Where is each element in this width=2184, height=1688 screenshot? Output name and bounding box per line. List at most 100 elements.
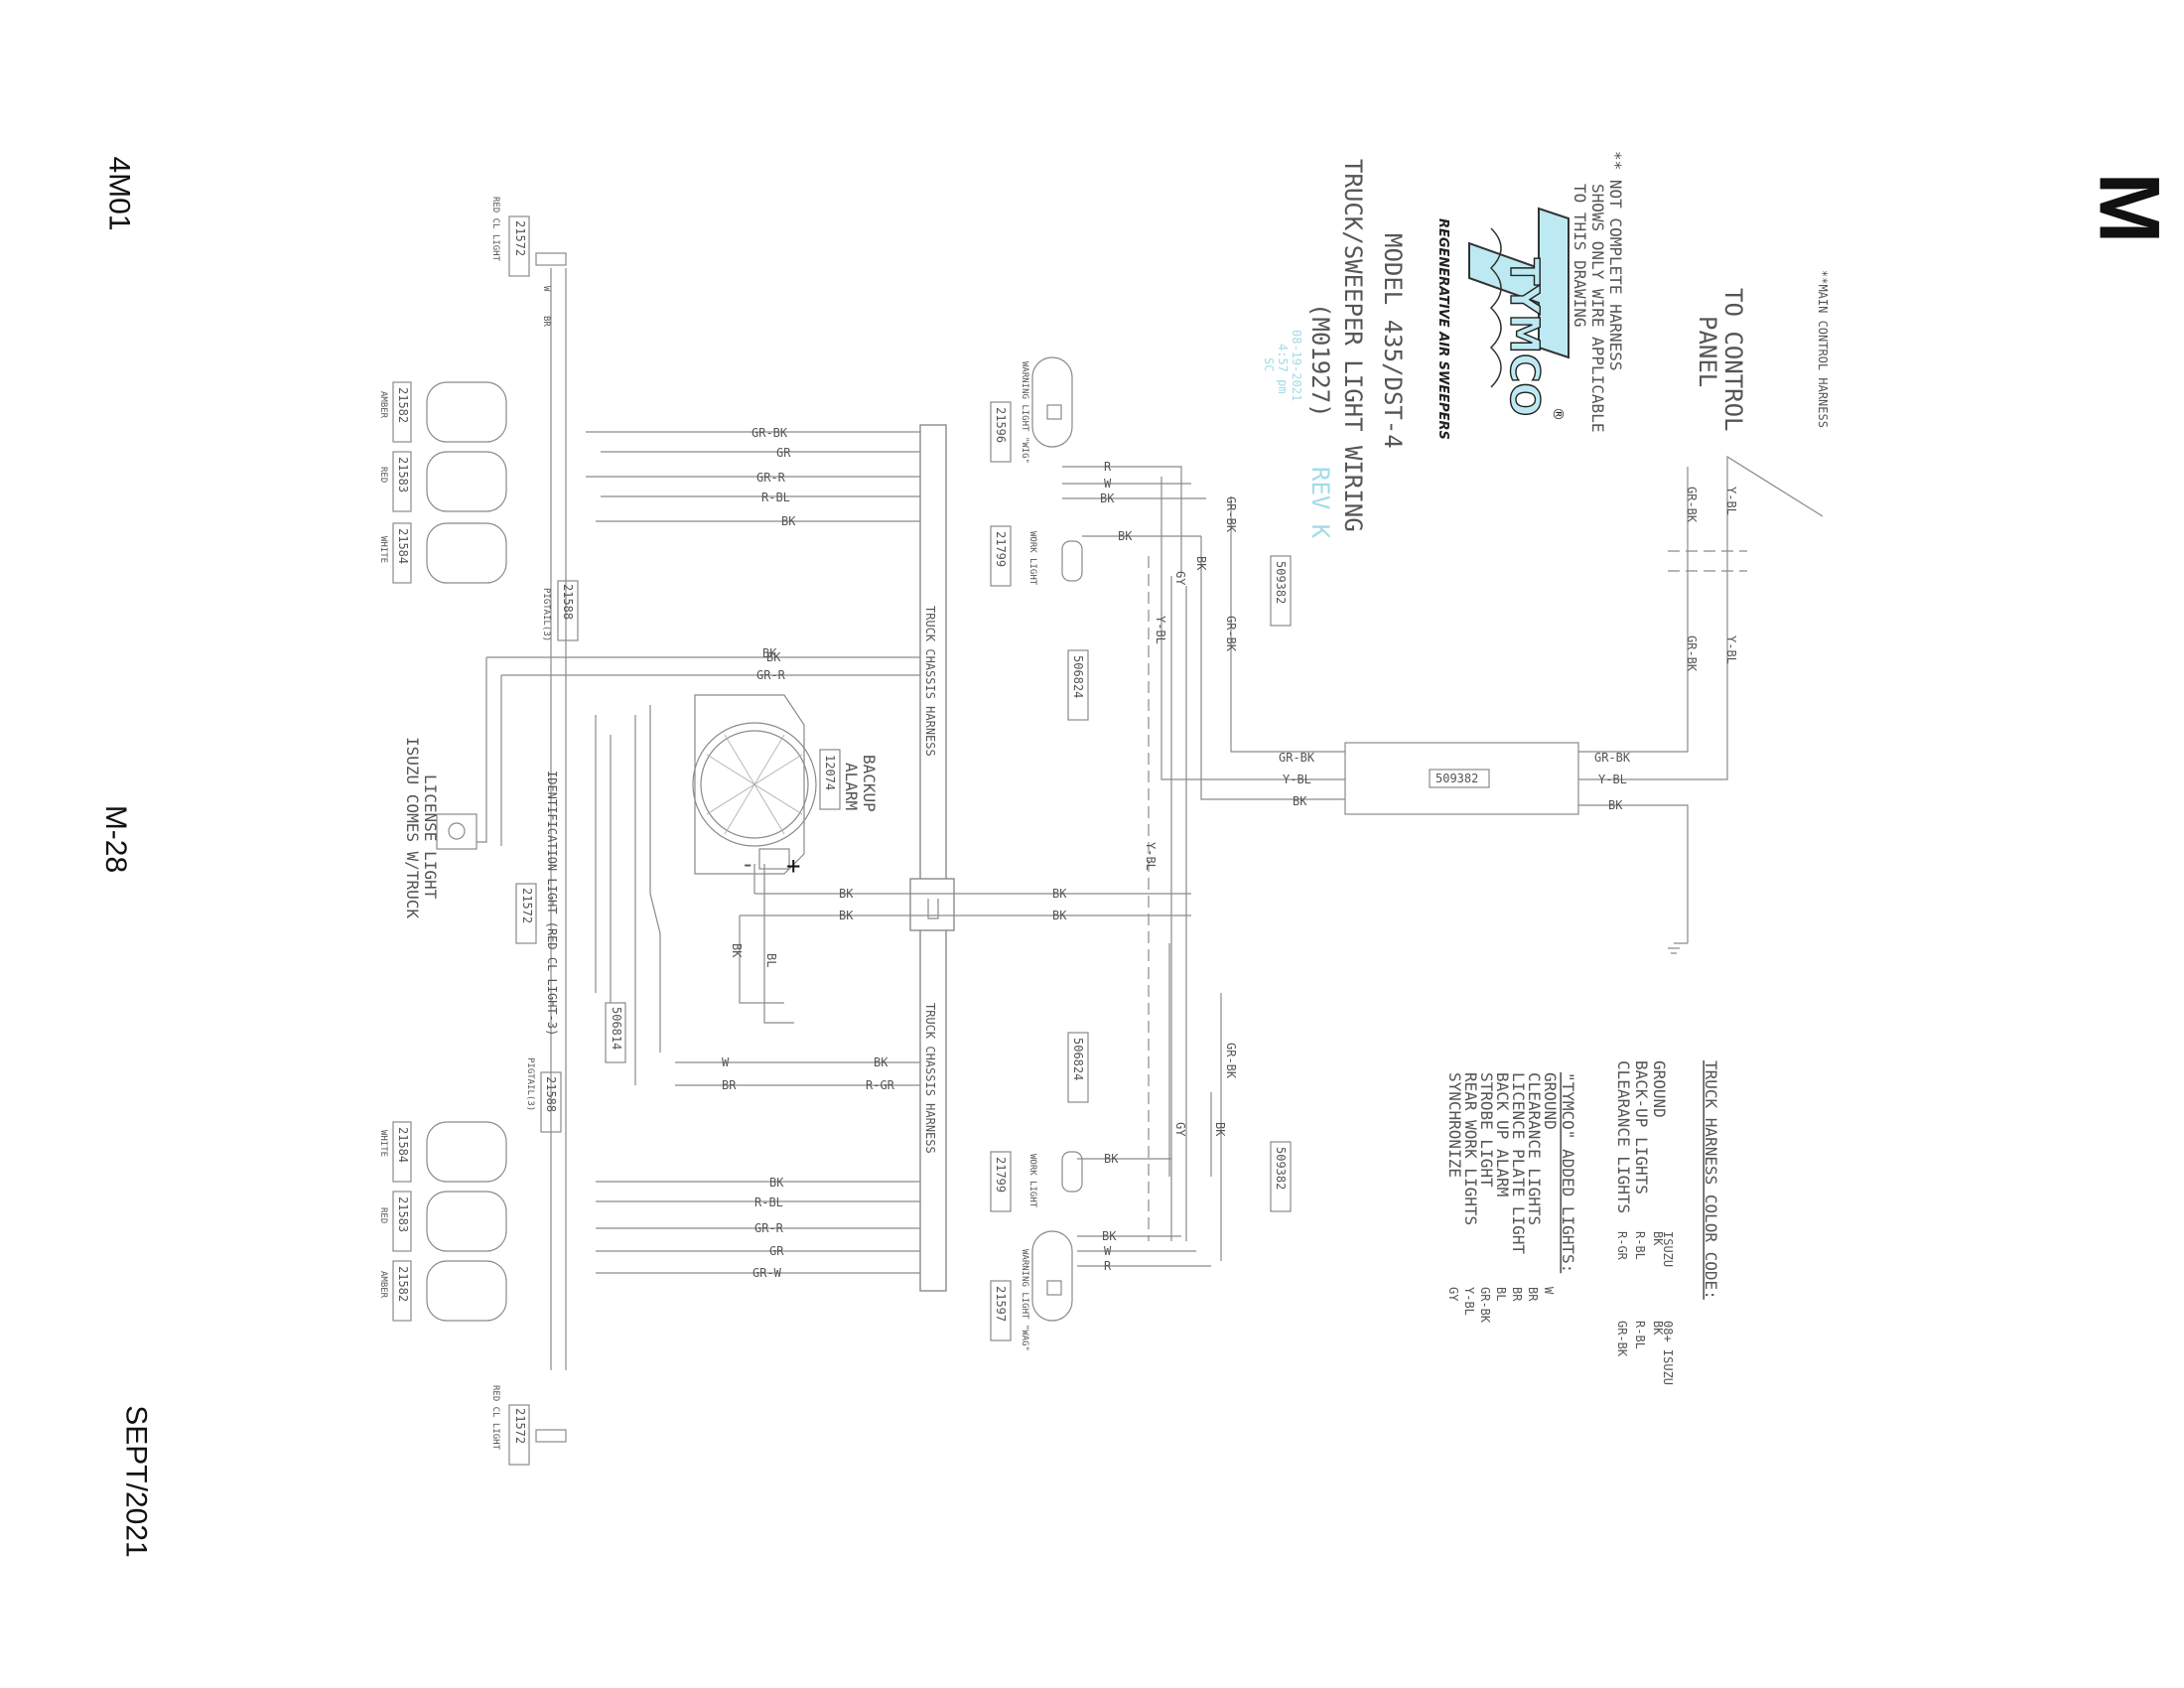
svg-text:W: W (1104, 1244, 1112, 1258)
svg-text:GY: GY (1173, 1122, 1187, 1137)
title-block: MODEL 435/DST-4 TRUCK/SWEEPER LIGHT WIRI… (1262, 151, 1830, 539)
svg-text:BK: BK (1100, 492, 1115, 505)
svg-text:BK: BK (769, 1176, 784, 1190)
added-sync: SYNCHRONIZE (1445, 1072, 1464, 1178)
truck-chassis-harness: TRUCK CHASSIS HARNESS TRUCK CHASSIS HARN… (909, 424, 955, 1292)
svg-text:IDENTIFICATION LIGHT (RED CL L: IDENTIFICATION LIGHT (RED CL LIGHT-3) (545, 771, 559, 1036)
top-light-labels: WARNING LIGHT "WIG" 21596 WORK LIGHT 217… (990, 361, 1292, 871)
svg-text:BK: BK (1104, 1152, 1119, 1166)
note-line-2: SHOWS ONLY WIRE APPLICABLE (1588, 184, 1607, 432)
svg-text:RED CL LIGHT: RED CL LIGHT (490, 1385, 500, 1451)
stamp-date: 08-19-2021 (1290, 330, 1303, 401)
svg-text:BK: BK (766, 650, 781, 664)
svg-text:BK: BK (1608, 798, 1623, 812)
svg-text:GR-R: GR-R (756, 668, 786, 682)
added-sync-code: GY (1446, 1287, 1460, 1302)
added-heading: "TYMCO" ADDED LIGHTS: (1559, 1072, 1577, 1273)
svg-text:WHITE: WHITE (378, 1130, 388, 1157)
svg-text:BK: BK (1213, 1122, 1227, 1137)
wiring-lines (477, 268, 1824, 1370)
brand-registered: ® (1550, 407, 1566, 421)
note-line-3: TO THIS DRAWING (1570, 184, 1589, 328)
svg-text:21572: 21572 (520, 888, 534, 923)
alarm-minus: - (741, 850, 754, 878)
svg-text:12074: 12074 (823, 755, 837, 790)
upper-wire-labels: GR-BK GR GR-R R-BL BK BK GR-R (751, 426, 796, 682)
chassis-label-upper: TRUCK CHASSIS HARNESS (923, 606, 937, 757)
to-control-text: TO CONTROL (1719, 288, 1747, 432)
brand-name: TYMCO (1501, 258, 1547, 416)
panel-text: PANEL (1694, 316, 1721, 387)
tymco-logo: TYMCO ® REGENERATIVE AIR SWEEPERS (1435, 207, 1570, 440)
work-light-bottom[interactable] (1061, 1151, 1083, 1193)
svg-text:21584: 21584 (396, 1127, 410, 1163)
cc-ground-a: BK (1651, 1231, 1665, 1246)
svg-text:GR: GR (769, 1244, 784, 1258)
added-alarm-code: BL (1494, 1287, 1508, 1301)
added-clearance-code: BR (1526, 1287, 1540, 1302)
cc-backup-a: R-BL (1633, 1231, 1647, 1260)
svg-text:509382: 509382 (1274, 561, 1288, 604)
upper-lamp-cluster[interactable] (426, 252, 567, 584)
col-isuzu08: 08+ ISUZU (1661, 1321, 1675, 1385)
svg-text:LICENSE LIGHT: LICENSE LIGHT (421, 774, 440, 900)
svg-text:21572: 21572 (513, 1408, 527, 1444)
license-labels: LICENSE LIGHT ISUZU COMES W/TRUCK IDENTI… (403, 737, 559, 1036)
svg-text:PIGTAIL(3): PIGTAIL(3) (525, 1057, 535, 1111)
svg-text:GR-BK: GR-BK (1224, 616, 1238, 652)
module-509382[interactable]: 509382 (1344, 742, 1579, 815)
warning-light-wig[interactable] (1031, 356, 1073, 448)
alarm-plus: + (786, 852, 800, 880)
warning-light-wag[interactable] (1031, 1230, 1073, 1322)
svg-text:GR: GR (776, 446, 791, 460)
svg-text:BK: BK (839, 887, 854, 901)
col-isuzu: ISUZU (1661, 1231, 1675, 1267)
work-light-top[interactable] (1061, 540, 1083, 582)
svg-text:21582: 21582 (396, 387, 410, 423)
svg-text:GR-R: GR-R (754, 1221, 784, 1235)
svg-text:Y-BL: Y-BL (1598, 773, 1627, 786)
svg-text:R: R (1104, 460, 1112, 474)
svg-text:BK: BK (874, 1055, 888, 1069)
svg-text:GR-BK: GR-BK (1224, 496, 1238, 533)
svg-text:BK: BK (1052, 887, 1067, 901)
lower-lamp-labels: WHITE RED AMBER 21584 21583 21582 RED CL… (378, 1002, 626, 1466)
svg-text:21596: 21596 (994, 407, 1008, 443)
svg-text:BK: BK (1118, 529, 1133, 543)
backup-alarm[interactable] (692, 694, 817, 875)
svg-text:R-GR: R-GR (866, 1078, 895, 1092)
note-line-1: ** NOT COMPLETE HARNESS (1606, 151, 1625, 371)
svg-text:R-BL: R-BL (754, 1196, 783, 1209)
svg-text:BK: BK (1194, 556, 1208, 571)
svg-text:GR-BK: GR-BK (1594, 751, 1631, 765)
svg-text:21588: 21588 (544, 1076, 558, 1112)
svg-text:BL: BL (764, 953, 778, 967)
svg-text:PIGTAIL(3): PIGTAIL(3) (541, 588, 551, 641)
model-text: MODEL 435/DST-4 (1379, 233, 1407, 449)
svg-text:506824: 506824 (1071, 1038, 1085, 1080)
lower-lamp-cluster[interactable] (426, 1121, 567, 1443)
svg-text:BK: BK (1052, 909, 1067, 922)
license-light[interactable] (436, 813, 478, 850)
added-strobe: STROBE LIGHT (1477, 1072, 1496, 1188)
svg-text:506824: 506824 (1071, 655, 1085, 698)
svg-text:GY: GY (1173, 571, 1187, 586)
stamp-initials: SC (1262, 357, 1276, 371)
svg-text:W: W (722, 1055, 730, 1069)
svg-text:GR-W: GR-W (752, 1266, 782, 1280)
added-licence: LICENCE PLATE LIGHT (1509, 1072, 1528, 1254)
lower-wire-labels: BK R-BL GR-R GR GR-W W BR BK R-GR BK BK … (722, 646, 1067, 1280)
svg-text:21572: 21572 (513, 220, 527, 256)
svg-text:WORK LIGHT: WORK LIGHT (1027, 1154, 1037, 1208)
svg-text:BK: BK (730, 943, 744, 958)
cc-clearance: CLEARANCE LIGHTS (1614, 1060, 1633, 1213)
svg-text:GR-BK: GR-BK (1279, 751, 1315, 765)
svg-text:21588: 21588 (561, 584, 575, 620)
svg-text:509382: 509382 (1274, 1147, 1288, 1190)
color-code-table: TRUCK HARNESS COLOR CODE: ISUZU 08+ ISUZ… (1445, 1060, 1720, 1385)
svg-text:GR-BK: GR-BK (1685, 635, 1699, 672)
svg-text:21583: 21583 (396, 457, 410, 492)
cc-clearance-b: GR-BK (1615, 1321, 1629, 1357)
added-alarm: BACK UP ALARM (1493, 1072, 1512, 1196)
